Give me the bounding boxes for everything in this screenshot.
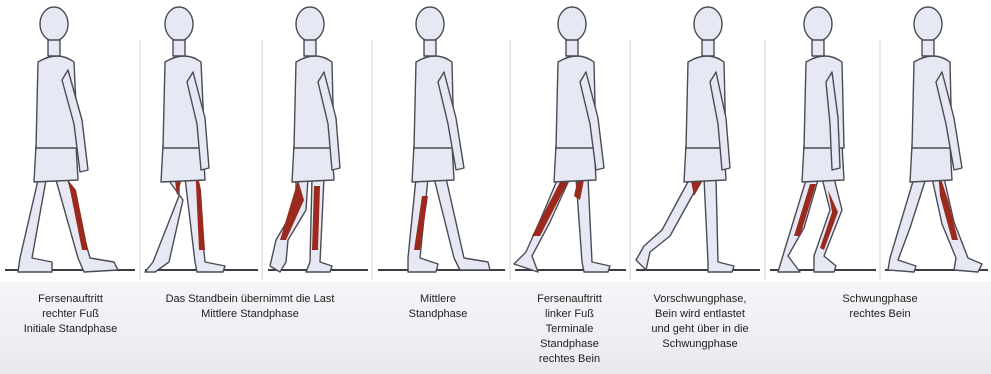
muscle-figure-5 — [532, 178, 584, 236]
figure-5 — [514, 7, 610, 272]
caption-4-line-3: Terminale — [512, 322, 627, 337]
figure-6 — [636, 7, 734, 272]
caption-1-line-3: Initiale Standphase — [8, 322, 133, 337]
figure-3 — [270, 7, 340, 272]
caption-3-line-1: Mittlere — [378, 292, 498, 307]
caption-5-line-2: Bein wird entlastet — [634, 307, 766, 322]
caption-4-line-2: linker Fuß — [512, 307, 627, 322]
caption-2-line-1: Das Standbein übernimmt die Last — [150, 292, 350, 307]
caption-4-line-1: Fersenauftritt — [512, 292, 627, 307]
figure-1 — [18, 7, 118, 272]
caption-5: Vorschwungphase, Bein wird entlastet und… — [634, 292, 766, 352]
figure-4 — [408, 7, 490, 272]
caption-5-line-4: Schwungphase — [634, 337, 766, 352]
caption-6: Schwungphase rechtes Bein — [800, 292, 960, 322]
caption-4-line-5: rechtes Bein — [512, 352, 627, 367]
caption-5-line-1: Vorschwungphase, — [634, 292, 766, 307]
caption-5-line-3: und geht über in die — [634, 322, 766, 337]
caption-3: Mittlere Standphase — [378, 292, 498, 322]
figure-8 — [888, 7, 982, 272]
caption-4: Fersenauftritt linker Fuß Terminale Stan… — [512, 292, 627, 367]
caption-2: Das Standbein übernimmt die Last Mittler… — [150, 292, 350, 322]
figure-2 — [145, 7, 225, 272]
caption-6-line-2: rechtes Bein — [800, 307, 960, 322]
caption-6-line-1: Schwungphase — [800, 292, 960, 307]
caption-2-line-2: Mittlere Standphase — [150, 307, 350, 322]
column-separators — [140, 40, 880, 280]
caption-4-line-4: Standphase — [512, 337, 627, 352]
caption-1-line-1: Fersenauftritt — [8, 292, 133, 307]
caption-1: Fersenauftritt rechter Fuß Initiale Stan… — [8, 292, 133, 337]
caption-3-line-2: Standphase — [378, 307, 498, 322]
figure-7 — [778, 7, 844, 272]
caption-1-line-2: rechter Fuß — [8, 307, 133, 322]
